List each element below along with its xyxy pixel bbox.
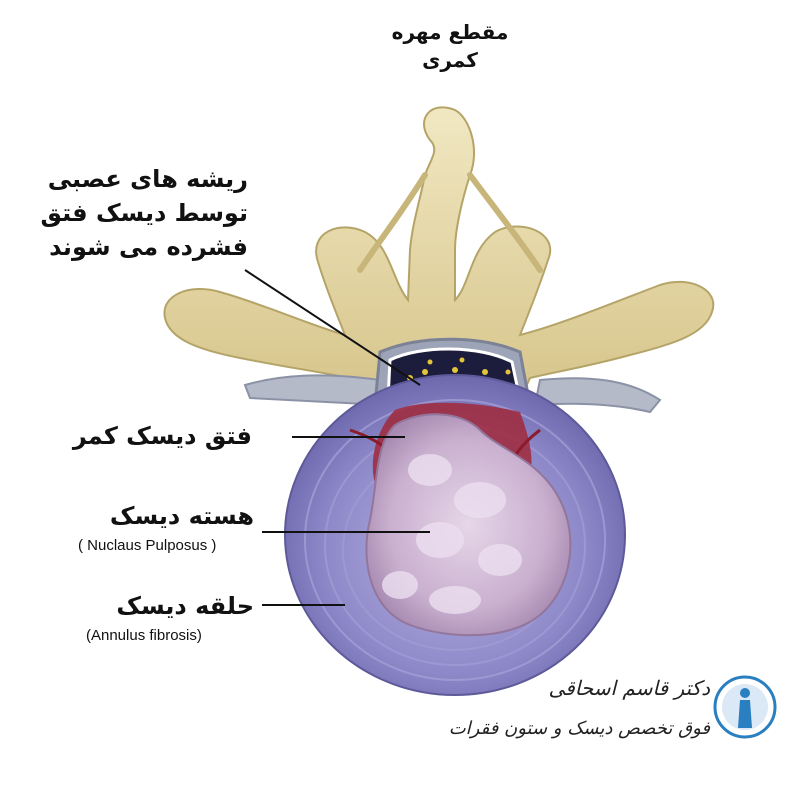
diagram-title: مقطع مهره کمری	[360, 20, 540, 72]
watermark-subtitle: فوق تخصص دیسک و ستون فقرات	[448, 718, 710, 739]
label-herniated-disc: فتق دیسک کمر	[72, 422, 252, 450]
label-nerve-roots: ریشه های عصبی توسط دیسک فتق فشرده می شون…	[40, 162, 248, 264]
label-annulus: حلقه دیسک	[116, 592, 254, 620]
leader-line-nerve-roots	[244, 269, 421, 386]
logo-icon	[713, 675, 777, 739]
label-annulus-latin: (Annulus fibrosis)	[86, 627, 202, 644]
leader-lines	[244, 269, 430, 606]
title-line-1: مقطع مهره	[391, 20, 509, 44]
vertebra-bone	[163, 106, 715, 401]
title-line-2: کمری	[422, 48, 478, 72]
label-nerve-roots-line-2: توسط دیسک فتق	[40, 199, 248, 227]
label-nucleus: هسته دیسک	[109, 502, 254, 530]
label-nerve-roots-line-1: ریشه های عصبی	[47, 165, 248, 193]
nucleus-pulposus	[365, 413, 572, 637]
label-nerve-roots-line-3: فشرده می شوند	[49, 233, 248, 261]
watermark-name: دکتر قاسم اسحاقی	[548, 676, 710, 700]
label-nucleus-latin: ( Nuclaus Pulposus )	[78, 537, 217, 554]
